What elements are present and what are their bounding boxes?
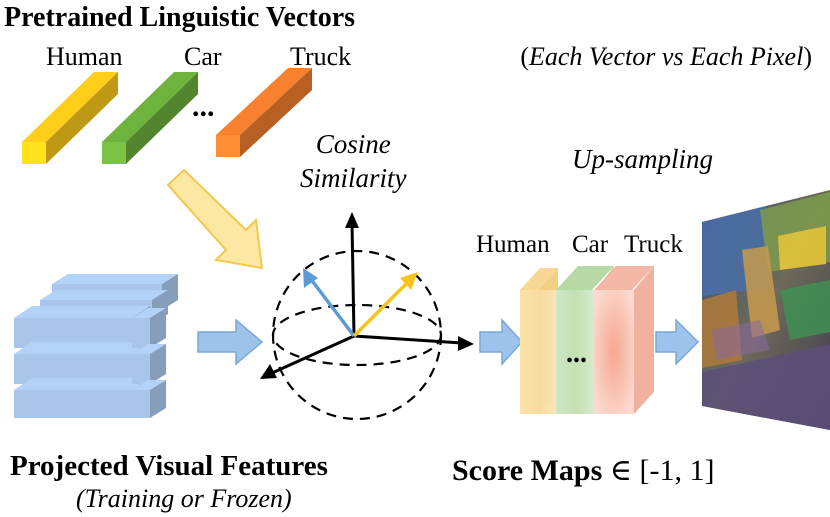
score-map-truck bbox=[594, 266, 654, 414]
score-maps-title: Score Maps ∈ [-1, 1] bbox=[452, 456, 714, 486]
score-label-car: Car bbox=[572, 231, 609, 258]
cosine-line2: Similarity bbox=[300, 162, 407, 193]
vector-bar-car bbox=[102, 72, 198, 164]
score-maps-range: ∈ [-1, 1] bbox=[602, 454, 715, 487]
vector-label-car: Car bbox=[184, 42, 222, 71]
visual-features-subtitle: (Training or Frozen) bbox=[76, 484, 292, 513]
vector-bar-human bbox=[22, 72, 118, 164]
cosine-line1: Cosine bbox=[315, 129, 391, 159]
similarity-sphere bbox=[271, 249, 443, 421]
score-map-human bbox=[520, 268, 560, 414]
feature-slab bbox=[14, 378, 150, 418]
score-label-human: Human bbox=[476, 231, 550, 258]
comparison-note: (Each Vector vs Each Pixel) bbox=[520, 42, 812, 71]
vector-bar-truck bbox=[216, 68, 312, 157]
feature-slab bbox=[14, 342, 150, 384]
visual-feature-blocks bbox=[14, 274, 178, 418]
segmentation-output-image bbox=[702, 190, 830, 430]
vectors-to-similarity-arrow bbox=[166, 168, 264, 270]
cosine-similarity-label: Cosine Similarity bbox=[300, 128, 407, 196]
feature-slab bbox=[14, 306, 150, 348]
vector-ellipsis: ... bbox=[192, 90, 215, 123]
vector-label-truck: Truck bbox=[290, 42, 352, 71]
score-map-ellipsis: ... bbox=[566, 338, 587, 369]
vector-arrow-yellow bbox=[352, 272, 418, 338]
linguistic-vectors-title: Pretrained Linguistic Vectors bbox=[4, 2, 356, 33]
score-maps-title-bold: Score Maps bbox=[452, 454, 603, 487]
vector-label-human: Human bbox=[46, 42, 123, 71]
score-label-truck: Truck bbox=[624, 231, 683, 258]
axis-left bbox=[260, 334, 355, 379]
scores-to-upsampling-arrow bbox=[655, 318, 700, 366]
feature-slab bbox=[132, 308, 166, 348]
comparison-note-text: Each Vector vs Each Pixel bbox=[528, 42, 804, 71]
feature-slab bbox=[132, 380, 166, 418]
upsampling-label: Up-sampling bbox=[572, 144, 713, 174]
axis-vertical bbox=[345, 212, 359, 337]
similarity-to-scores-arrow bbox=[479, 318, 524, 366]
axis-right bbox=[353, 334, 474, 351]
visual-features-title: Projected Visual Features bbox=[10, 450, 328, 482]
features-to-similarity-arrow bbox=[197, 318, 264, 366]
feature-slab bbox=[132, 344, 166, 384]
vector-arrow-blue bbox=[303, 268, 356, 338]
